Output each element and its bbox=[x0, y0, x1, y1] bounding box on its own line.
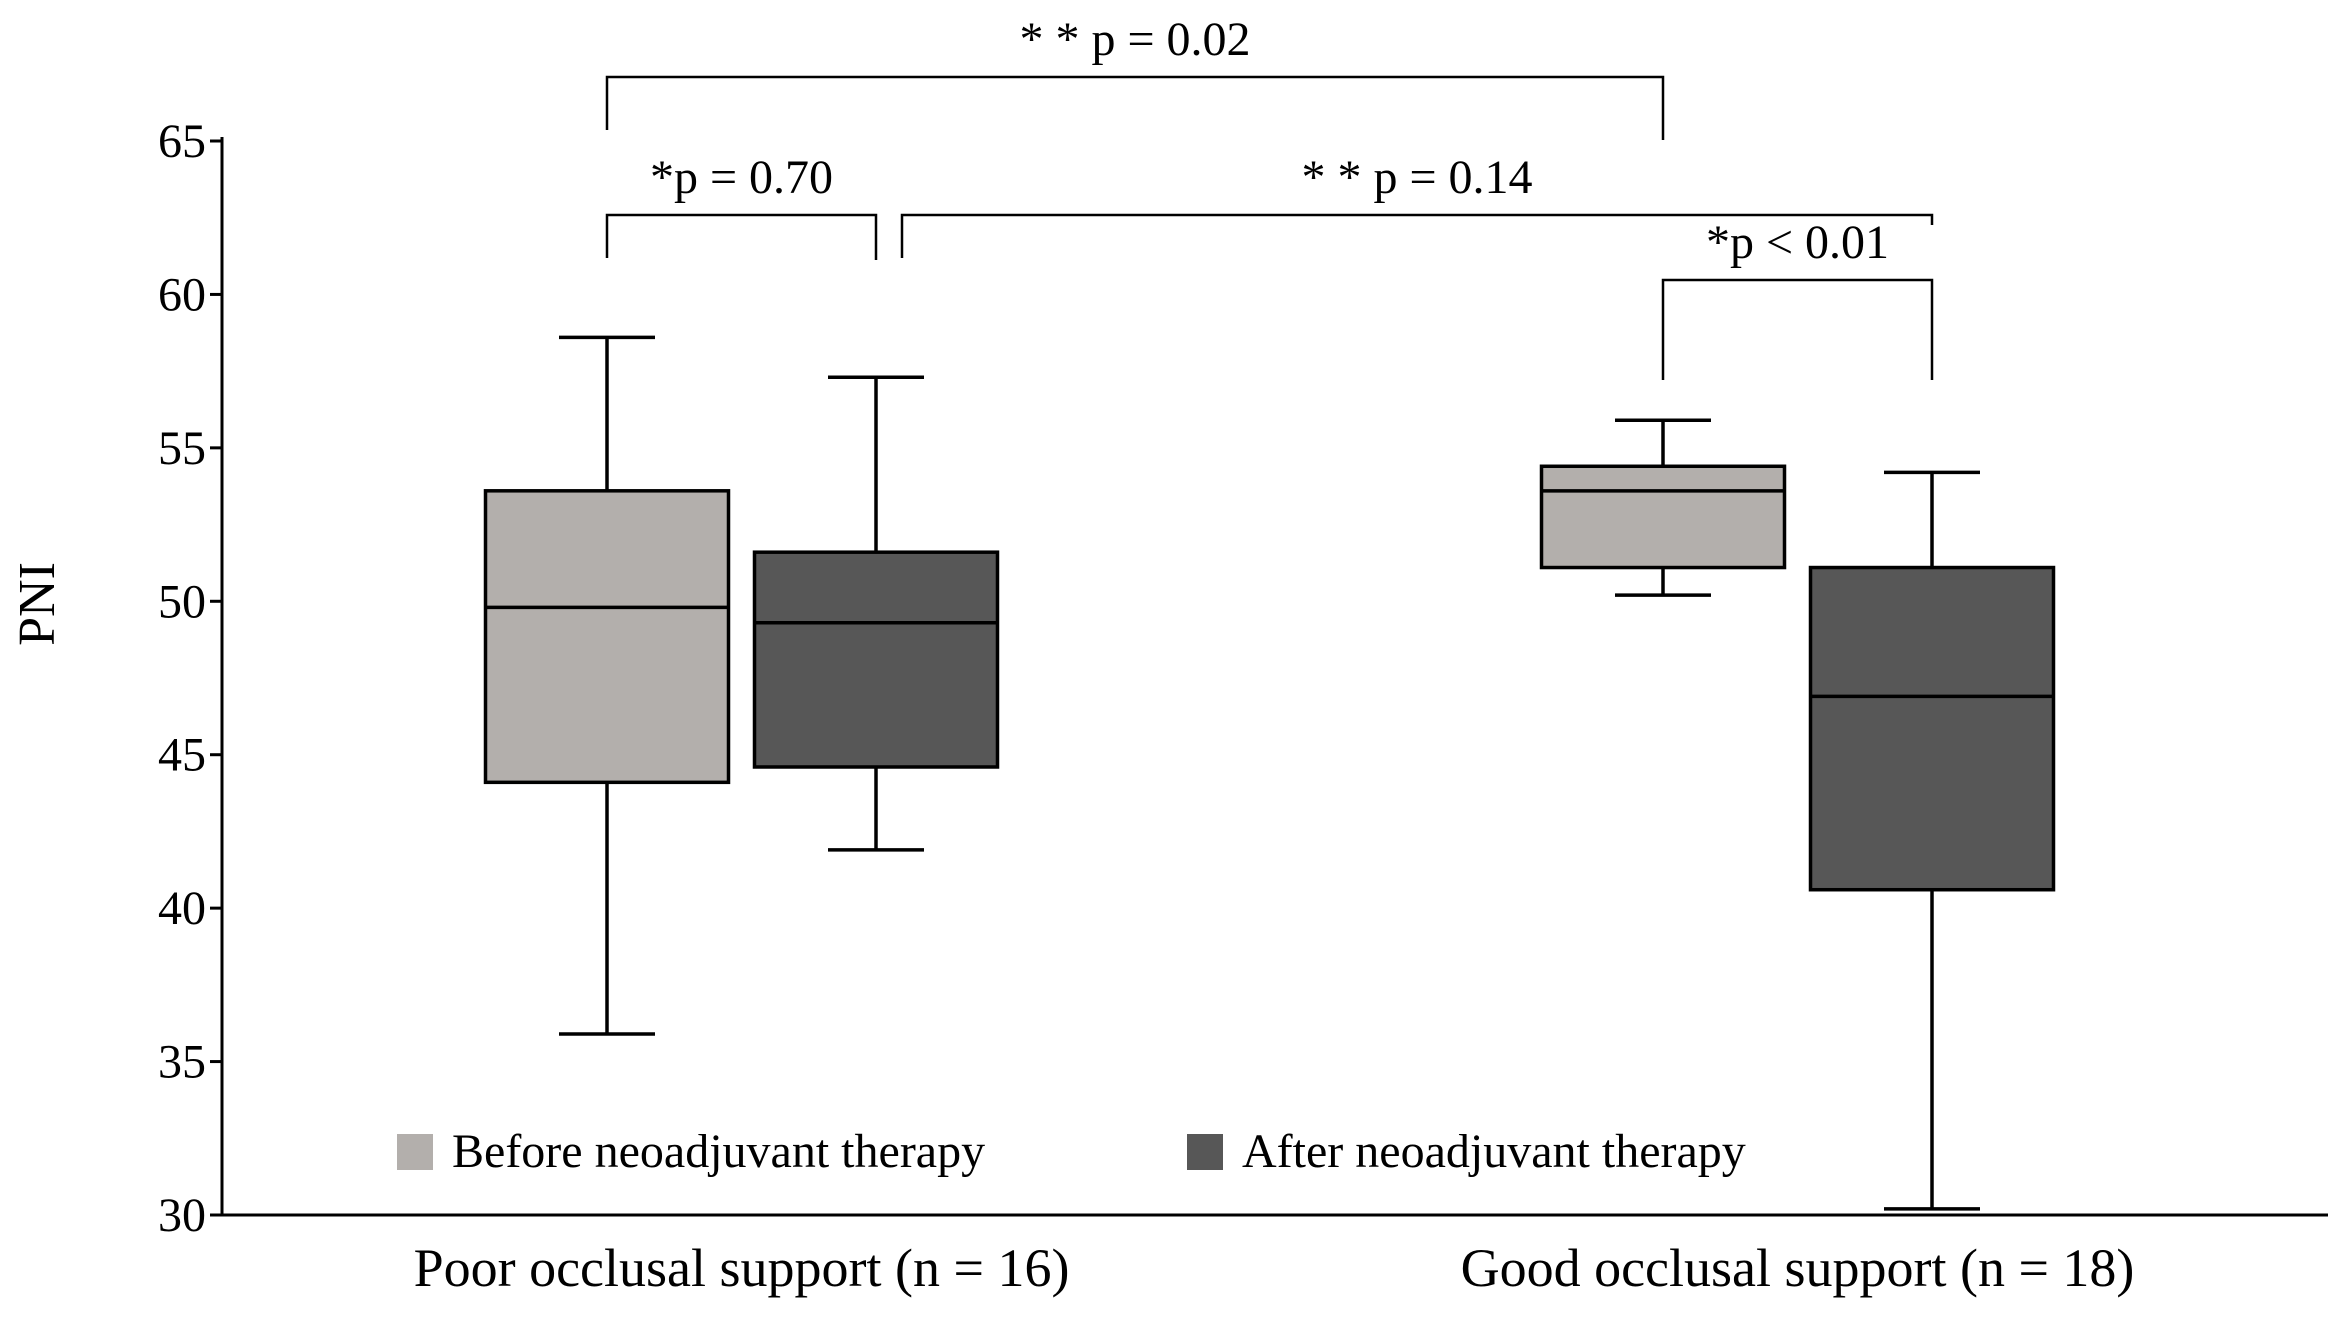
significance-bracket-1: * * p = 0.02 bbox=[605, 13, 1665, 140]
box-after-poor bbox=[752, 375, 1000, 852]
iqr-box bbox=[1808, 565, 2056, 892]
legend-label: Before neoadjuvant therapy bbox=[452, 1125, 985, 1178]
box-after-good bbox=[1808, 470, 2056, 1211]
category-label-1: Poor occlusal support (n = 16) bbox=[414, 1238, 1070, 1298]
y-tick-label-35: 35 bbox=[158, 1036, 206, 1089]
legend-swatch bbox=[1187, 1134, 1223, 1170]
significance-bracket-4: *p < 0.01 bbox=[1661, 216, 1934, 380]
y-axis-label: PNI bbox=[9, 562, 66, 646]
iqr-box bbox=[483, 489, 731, 785]
y-tick-label-60: 60 bbox=[158, 268, 206, 321]
p-value-label: *p = 0.70 bbox=[650, 151, 833, 204]
bracket-line bbox=[900, 213, 1934, 258]
iqr-box bbox=[752, 550, 1000, 769]
box-series bbox=[483, 335, 2056, 1211]
y-tick-label-45: 45 bbox=[158, 729, 206, 782]
legend: Before neoadjuvant therapy After neoadjuv… bbox=[397, 1125, 1746, 1178]
p-value-label: *p < 0.01 bbox=[1706, 216, 1889, 269]
y-tick-label-50: 50 bbox=[158, 575, 206, 628]
y-tick-label-40: 40 bbox=[158, 882, 206, 935]
y-tick-label-65: 65 bbox=[158, 115, 206, 168]
box-before-poor bbox=[483, 335, 731, 1036]
legend-label: After neoadjuvant therapy bbox=[1242, 1125, 1746, 1178]
significance-bracket-2: *p = 0.70 bbox=[605, 151, 878, 260]
iqr-box bbox=[1539, 464, 1787, 570]
y-tick-label-55: 55 bbox=[158, 422, 206, 475]
bracket-line bbox=[605, 75, 1665, 140]
box-before-good bbox=[1539, 418, 1787, 597]
legend-item-1: Before neoadjuvant therapy bbox=[397, 1125, 985, 1178]
category-label-2: Good occlusal support (n = 18) bbox=[1461, 1238, 2135, 1298]
legend-item-2: After neoadjuvant therapy bbox=[1187, 1125, 1746, 1178]
bracket-line bbox=[605, 213, 878, 260]
significance-annotations: * * p = 0.02 *p = 0.70 * * p = 0.14 *p < 0.… bbox=[605, 13, 1934, 380]
p-value-label: * * p = 0.02 bbox=[1019, 13, 1250, 66]
p-value-label: * * p = 0.14 bbox=[1301, 151, 1532, 204]
significance-bracket-3: * * p = 0.14 bbox=[900, 151, 1934, 258]
y-tick-label-30: 30 bbox=[158, 1189, 206, 1242]
legend-swatch bbox=[397, 1134, 433, 1170]
bracket-line bbox=[1661, 278, 1934, 380]
